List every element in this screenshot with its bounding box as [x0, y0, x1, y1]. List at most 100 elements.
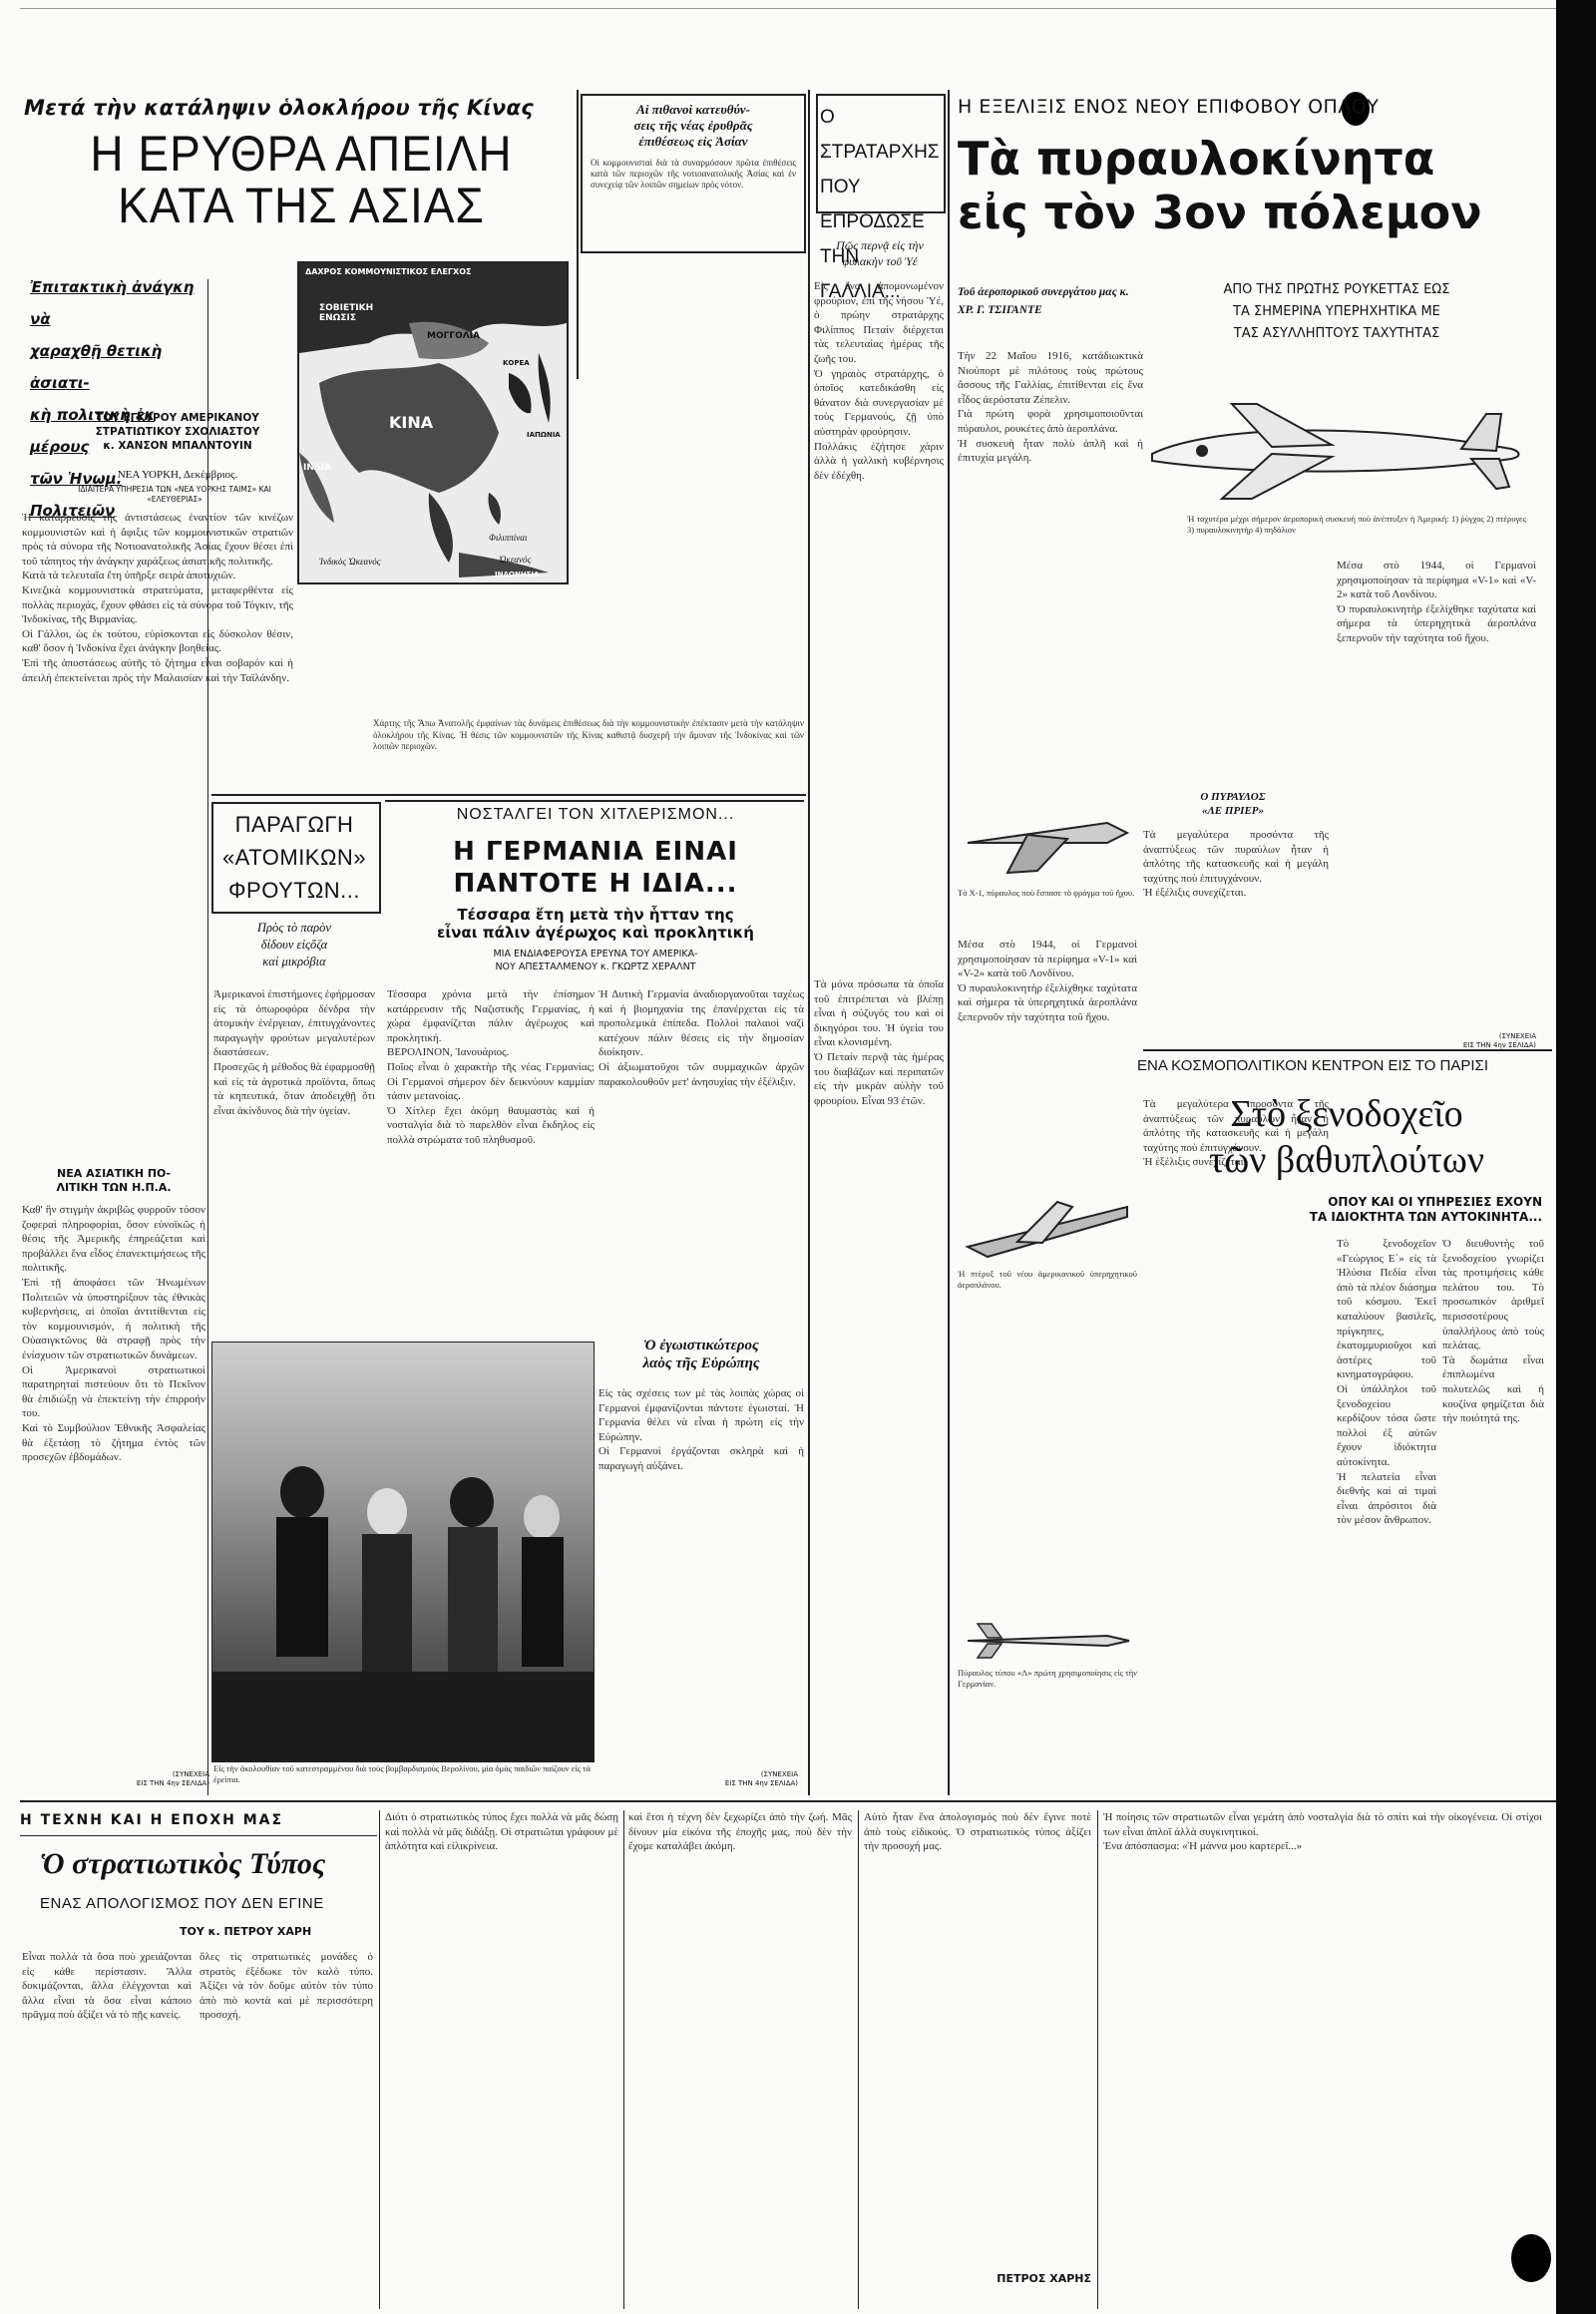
fig1-caption: Τὸ Χ-1, πύραυλος ποὺ ἔσπασε τὸ φράγμα το… [958, 888, 1135, 898]
column-rule [808, 90, 810, 1795]
missiles-headline: Τὰ πυραυλοκίνητα εἰς τὸν 3ον πόλεμον [958, 132, 1482, 239]
red-threat-dateline: ΝΕΑ ΥΟΡΚΗ, Δεκέμβριος. [117, 469, 238, 481]
l-rocket-figure [967, 1623, 1130, 1659]
berlin-children-photo [211, 1342, 595, 1762]
column-rule [207, 279, 208, 1795]
missiles-body: Τὴν 22 Μαΐου 1916, κατάδιωκτικὰ Νιούπορτ… [958, 350, 1143, 465]
army-signature: ΠΕΤΡΟΣ ΧΑΡΗΣ [997, 2272, 1091, 2285]
army-body5: Αὐτὸ ἦταν ἕνα ἀπολογισμός ποὺ δὲν ἔγινε … [864, 1811, 1091, 1853]
red-threat-byline: ΤΟΥ ΕΓΚΥΡΟΥ ΑΜΕΡΙΚΑΝΟΥ ΣΤΡΑΤΙΩΤΙΚΟΥ ΣΧΟΛ… [95, 412, 260, 452]
map-label-mongolia: ΜΟΓΓΟΛΙΑ [427, 331, 481, 341]
germany-body2: Ἡ Δυτικὴ Γερμανία ἀναδιοργανοῦται ταχέως… [598, 988, 804, 1088]
map-label-philippines: Φιλιππίναι [489, 533, 528, 543]
missiles-body2: Μέσα στὸ 1944, οἱ Γερμανοὶ χρησιμοποίησα… [1337, 560, 1536, 644]
red-threat-deck: Ἐπιτακτικὴ ἀνάγκη νὰ χαραχθῇ θετικὴ ἀσια… [30, 278, 195, 520]
petain-headline: Ο ΣΤΡΑΤΑΡΧΗΣ ΠΟΥ ΕΠΡΟΔΩΣΕ ΤΗΝ ΓΑΛΛΙΑ... [820, 107, 940, 302]
map-legend-title: ΔΑΧΡΟΣ ΚΟΜΜΟΥΝΙΣΤΙΚΟΣ ΕΛΕΓΧΟΣ [305, 267, 472, 276]
germany-subdeck: ΜΙΑ ΕΝΔΙΑΦΕΡΟΥΣΑ ΕΡΕΥΝΑ ΤΟΥ ΑΜΕΡΙΚΑ- ΝΟΥ… [493, 949, 698, 972]
plane-caption: Ἡ ταχυτέρα μέχρι σήμερον ἀεροπορικὴ συσκ… [1187, 514, 1526, 535]
missiles-deck: ΑΠΟ ΤΗΣ ΠΡΩΤΗΣ ΡΟΥΚΕΤΤΑΣ ΕΩΣ ΤΑ ΣΗΜΕΡΙΝΑ… [1223, 282, 1450, 341]
map-caption: Χάρτης τῆς Ἄπω Ἀνατολῆς ἐμφαίνων τὰς δυν… [373, 718, 804, 751]
asia-map-svg [299, 263, 567, 578]
directions-title: Αἱ πιθανοὶ κατευθύν- σεις τῆς νέας ἐρυθρ… [633, 102, 753, 149]
top-rule [20, 8, 1556, 9]
army-body1: Εἶναι πολλὰ τὰ ὅσα ποὺ χρειάζονται εἰς κ… [22, 1951, 192, 2022]
photo-caption: Εἰς τὴν ἀκολουθίαν τοῦ κατεστραμμένου δι… [213, 1763, 591, 1784]
map-label-korea: ΚΟΡΕΑ [503, 359, 530, 367]
army-body2: ὅλες τὶς στρατιωτικὲς μονάδες ὁ στρατὸς … [200, 1951, 373, 2022]
germany-body: Τέσσαρα χρόνια μετὰ τὴν ἐπίσημον κατάρρε… [387, 988, 595, 1146]
germany-kicker: ΝΟΣΤΑΛΓΕΙ ΤΟΝ ΧΙΤΛΕΡΙΣΜΟΝ... [456, 806, 735, 823]
bottom-column-rule [1097, 1810, 1098, 2309]
fig3-caption: Πύραυλος τύπου «Λ» πρώτη χρησιμοποίησις … [958, 1668, 1137, 1689]
fruits-body: Ἀμερικανοὶ ἐπιστήμονες ἐφήρμοσαν εἰς τὰ … [213, 988, 375, 1117]
red-threat-body: Ἡ κατάρρευσις τῆς ἀντιστάσεως ἐναντίον τ… [22, 512, 293, 684]
missiles-continued: (ΣΥΝΕΧΕΙΑ ΕΙΣ ΤΗΝ 4ην ΣΕΛΙΔΑ) [1462, 1032, 1536, 1049]
bottom-column-rule [858, 1810, 859, 2309]
map-label-india: ΙΝΔΙΑ [303, 463, 332, 473]
directions-text: Οἱ κομμουνισταὶ διὰ τὰ συναρμόσουν πρῶτα… [591, 158, 796, 190]
rocket-plane-drawing [1151, 403, 1520, 500]
hotel-headline: Στὸ ξενοδοχεῖο τῶν βαθυπλούτων [1208, 1093, 1485, 1181]
map-label-indonesia: ΙΝΔΟΝΗΣΙΑ [495, 571, 540, 578]
germany-top-rule [385, 800, 804, 802]
germany-headline: Η ΓΕΡΜΑΝΙΑ ΕΙΝΑΙ ΠΑΝΤΟΤΕ Η ΙΔΙΑ... [453, 837, 738, 899]
fruits-deck: Πρὸς τὸ παρὸν δίδουν εἰςὄζα καὶ μικρόβια [257, 921, 331, 968]
hotel-top-rule [1143, 1049, 1552, 1051]
hotel-deck: ΟΠΟΥ ΚΑΙ ΟΙ ΥΠΗΡΕΣΙΕΣ ΕΧΟΥΝ ΤΑ ΙΔΙΟΚΤΗΤΑ… [1309, 1195, 1542, 1224]
army-press-byline: ΤΟΥ κ. ΠΕΤΡΟΥ ΧΑΡΗ [180, 1925, 312, 1938]
bottom-section-rule [20, 1800, 1556, 1802]
x1-rocket-figure [967, 821, 1130, 875]
art-kicker: Η ΤΕΧΝΗ ΚΑΙ Η ΕΠΟΧΗ ΜΑΣ [20, 1812, 284, 1828]
petain-body2: Τὰ μόνα πρόσωπα τὰ ὁποῖα τοῦ ἐπιτρέπεται… [814, 978, 944, 1107]
red-threat-body2: Καθ' ἣν στιγμὴν ἀκριβῶς φυρροῦν τόσον ζο… [22, 1204, 205, 1464]
directions-box: Αἱ πιθανοὶ κατευθύν- σεις τῆς νέας ἐρυθρ… [581, 94, 806, 253]
column-rule [948, 90, 950, 1795]
germany-deck: Τέσσαρα ἔτη μετὰ τὴν ἧτταν της εἶναι πάλ… [437, 906, 754, 942]
missiles-section: Ο ΠΥΡΑΥΛΟΣ «ΛΕ ΠΡΙΕΡ» [1200, 791, 1266, 817]
mid-rule [211, 794, 806, 796]
art-kicker-rule [20, 1835, 377, 1836]
red-threat-section: ΝΕΑ ΑΣΙΑΤΙΚΗ ΠΟ- ΛΙΤΙΚΗ ΤΩΝ Η.Π.Α. [56, 1167, 172, 1194]
wing-figure [965, 1200, 1128, 1259]
red-threat-continued: (ΣΥΝΕΧΕΙΑ ΕΙΣ ΤΗΝ 4ην ΣΕΛΙΔΑ) [136, 1770, 209, 1787]
red-threat-headline: Η ΕΡΥΘΡΑ ΑΠΕΙΛΗ ΚΑΤΑ ΤΗΣ ΑΣΙΑΣ [90, 125, 513, 233]
asia-map: ΔΑΧΡΟΣ ΚΟΜΜΟΥΝΙΣΤΙΚΟΣ ΕΛΕΓΧΟΣ ΣΟΒΙΕΤΙΚΗ … [297, 261, 569, 584]
photo-figures [212, 1466, 594, 1761]
red-threat-kicker: Μετά τὴν κατάληψιν ὁλοκλήρου τῆς Κίνας [24, 96, 534, 120]
petain-deck: Πῶς περνᾷ εἰς τὴν φυλακὴν τοῦ Ὑέ [836, 238, 924, 268]
hotel-kicker: ΕΝΑ ΚΟΣΜΟΠΟΛΙΤΙΚΟΝ ΚΕΝΤΡΟΝ ΕΙΣ ΤΟ ΠΑΡΙΣΙ [1137, 1057, 1488, 1074]
petain-headline-box [816, 94, 946, 213]
missiles-body-col2b: Μέσα στὸ 1944, οἱ Γερμανοὶ χρησιμοποίησα… [958, 939, 1137, 1023]
petain-body: Εἰς ἕνα ἀπομονωμένον φρούριον, ἐπὶ τῆς ν… [814, 280, 944, 482]
right-edge-shadow [1556, 0, 1596, 2314]
missiles-intro: Τοῦ ἀεροπορικοῦ συνεργάτου μας κ. ΧΡ. Γ.… [958, 286, 1129, 316]
map-label-indian-ocean: Ἰνδικὸς Ὠκεανός [319, 557, 381, 567]
army-press-deck: ΕΝΑΣ ΑΠΟΛΟΓΙΣΜΟΣ ΠΟΥ ΔΕΝ ΕΓΙΝΕ [40, 1895, 324, 1912]
column-rule [577, 90, 579, 379]
red-threat-service: ΙΔΙΑΙΤΕΡΑ ΥΠΗΡΕΣΙΑ ΤΩΝ «ΝΕΑ ΥΟΡΚΗΣ ΤΑΙΜΣ… [78, 485, 271, 504]
missiles-body-col2c: Τὰ μεγαλύτερα προσόντα τῆς ἀναπτύξεως τῶ… [1143, 1098, 1329, 1169]
ink-blot-top [1342, 92, 1370, 126]
map-label-ussr: ΣΟΒΙΕΤΙΚΗ ΕΝΩΣΙΣ [319, 303, 374, 323]
army-body6: Ἡ ποίησις τῶν στρατιωτῶν εἶναι γεμάτη ἀπ… [1103, 1811, 1542, 1853]
map-label-ocean: Ὠκεανός [499, 555, 532, 565]
germany-continued: (ΣΥΝΕΧΕΙΑ ΕΙΣ ΤΗΝ 4ην ΣΕΛΙΔΑ) [724, 1770, 798, 1787]
fruits-headline-box [211, 802, 381, 914]
germany-section: Ὁ ἐγωιστικώτερος λαὸς τῆς Εὐρώπης [642, 1338, 760, 1371]
missiles-kicker: Η ΕΞΕΛΙΞΙΣ ΕΝΟΣ ΝΕΟΥ ΕΠΙΦΟΒΟΥ ΟΠΛΟΥ [958, 96, 1380, 118]
hotel-body2: Ὁ διευθυντὴς τοῦ ξενοδοχείου γνωρίζει τὰ… [1442, 1238, 1544, 1425]
bottom-column-rule [379, 1810, 380, 2309]
army-body3: Διότι ὁ στρατιωτικὸς τύπος ἔχει πολλὰ νὰ… [385, 1811, 618, 1853]
army-press-headline: Ὁ στρατιωτικὸς Τύπος [40, 1847, 326, 1880]
ink-blot-bottom [1511, 2234, 1551, 2282]
hotel-body: Τὸ ξενοδοχεῖον «Γεώργιος Ε΄» εἰς τὰ Ἠλύσ… [1337, 1238, 1436, 1527]
fig2-caption: Ἡ πτέρυξ τοῦ νέου ἀμερικανικοῦ ὑπερηχητι… [958, 1269, 1137, 1290]
map-label-japan: ΙΑΠΩΝΙΑ [527, 431, 561, 439]
missiles-body3: Τὰ μεγαλύτερα προσόντα τῆς ἀναπτύξεως τῶ… [1143, 829, 1329, 900]
army-body4: καὶ ἔτσι ἡ τέχνη δὲν ξεχωρίζει ἀπὸ τὴν ζ… [628, 1811, 852, 1853]
fruits-headline: ΠΑΡΑΓΩΓΗ «ΑΤΟΜΙΚΩΝ» ΦΡΟΥΤΩΝ... [221, 812, 367, 903]
bottom-column-rule [623, 1810, 624, 2309]
map-label-china: ΚΙΝΑ [389, 413, 434, 432]
germany-body3: Εἰς τὰς σχέσεις των μὲ τὰς λοιπὰς χώρας … [598, 1387, 804, 1472]
